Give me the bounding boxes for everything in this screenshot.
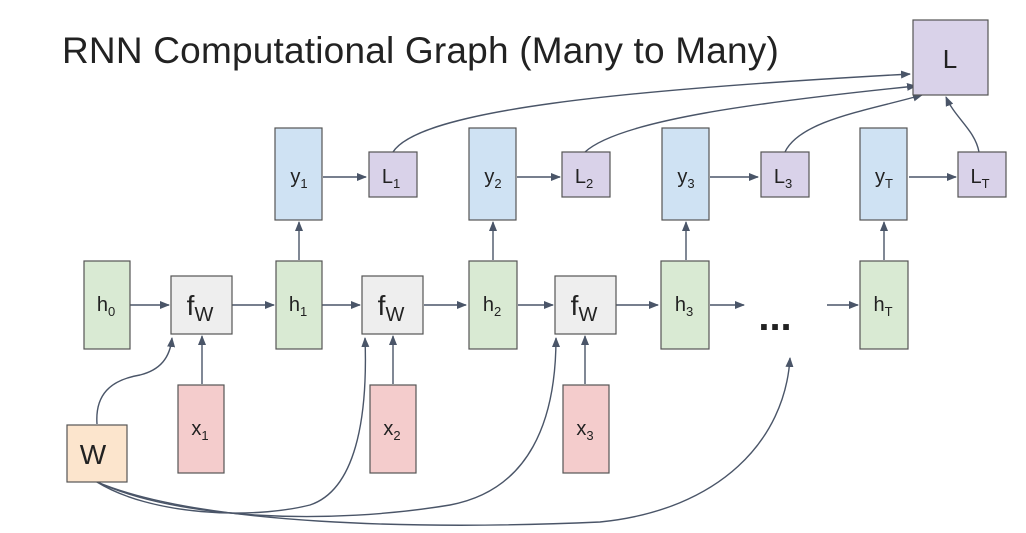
svg-text:h0: h0 — [97, 294, 115, 319]
svg-text:yT: yT — [875, 166, 893, 191]
weights-label: W — [80, 439, 107, 470]
function-node-f2: fW — [361, 275, 424, 335]
output-node-y3: y3 — [661, 127, 710, 221]
loss-node-LT: LT — [957, 151, 1007, 198]
hidden-node-h2: h2 — [468, 260, 518, 350]
edge-LT-L — [945, 96, 980, 153]
loss-node-L3: L3 — [760, 151, 810, 198]
svg-text:fW: fW — [571, 290, 598, 326]
svg-text:hT: hT — [873, 294, 892, 319]
edge-W-f1 — [96, 337, 176, 425]
input-node-x1: x1 — [177, 384, 225, 474]
loss-total-node: L — [912, 19, 989, 96]
svg-text:L3: L3 — [774, 166, 792, 191]
svg-text:L1: L1 — [382, 166, 400, 191]
edge-L3-L — [784, 93, 923, 153]
svg-text:L2: L2 — [575, 166, 593, 191]
weights-node-W: W — [66, 424, 128, 483]
svg-text:h3: h3 — [675, 294, 693, 319]
input-node-x2: x2 — [369, 384, 417, 474]
svg-text:x2: x2 — [383, 418, 400, 443]
edge-L1-L — [392, 70, 911, 153]
output-node-yT: yT — [859, 127, 908, 221]
svg-text:x3: x3 — [576, 418, 593, 443]
edges — [96, 70, 980, 526]
svg-text:fW: fW — [187, 290, 214, 326]
hidden-node-hT: hT — [859, 260, 909, 350]
edge-W-f2 — [96, 337, 370, 514]
svg-text:y3: y3 — [677, 166, 694, 191]
svg-text:h2: h2 — [483, 294, 501, 319]
loss-node-L2: L2 — [561, 151, 611, 198]
page-title: RNN Computational Graph (Many to Many) — [62, 30, 780, 71]
hidden-node-h0: h0 — [83, 260, 131, 350]
loss-node-L1: L1 — [368, 151, 418, 198]
loss-total-label: L — [943, 44, 957, 74]
svg-text:y2: y2 — [484, 166, 501, 191]
svg-text:y1: y1 — [290, 166, 307, 191]
svg-text:fW: fW — [378, 290, 405, 326]
output-node-y1: y1 — [274, 127, 323, 221]
edge-L2-L — [584, 82, 917, 153]
svg-text:x1: x1 — [191, 418, 208, 443]
edge-W-ellipsis — [96, 357, 794, 526]
hidden-node-h1: h1 — [275, 260, 323, 350]
edge-W-f3 — [96, 337, 560, 518]
ellipsis: ... — [758, 295, 791, 339]
svg-text:LT: LT — [970, 166, 989, 191]
output-node-y2: y2 — [468, 127, 517, 221]
function-node-f3: fW — [554, 275, 617, 335]
hidden-node-h3: h3 — [660, 260, 710, 350]
svg-text:h1: h1 — [289, 294, 307, 319]
function-node-f1: fW — [170, 275, 233, 335]
input-node-x3: x3 — [562, 384, 610, 474]
